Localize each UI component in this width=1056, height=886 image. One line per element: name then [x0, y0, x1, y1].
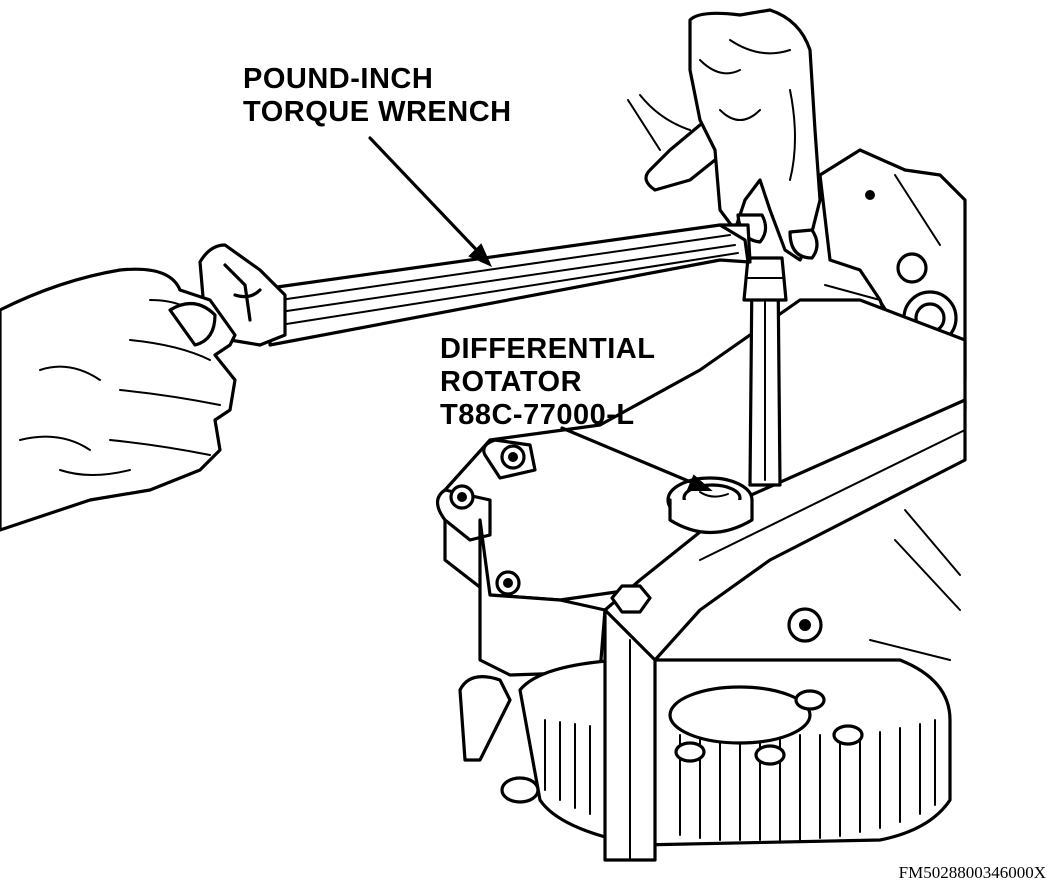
torque-wrench-label-line2: TORQUE WRENCH	[243, 96, 512, 128]
torque-wrench-leader	[368, 136, 492, 267]
rotator-label-line2: ROTATOR	[440, 366, 582, 398]
rotator-label-line3: T88C-77000-L	[440, 399, 635, 431]
differential-rotator-tool	[666, 256, 788, 535]
torque-wrench-label-line1: POUND-INCH	[243, 63, 433, 95]
rotator-leader	[560, 426, 713, 491]
drum-teeth	[544, 719, 936, 841]
right-hand	[627, 8, 822, 262]
figure-id: FM5028800346000X	[899, 863, 1046, 882]
torque-wrench	[198, 223, 752, 347]
rotator-label-line1: DIFFERENTIAL	[440, 333, 655, 365]
transmission-case	[435, 148, 967, 862]
left-hand	[0, 267, 237, 532]
